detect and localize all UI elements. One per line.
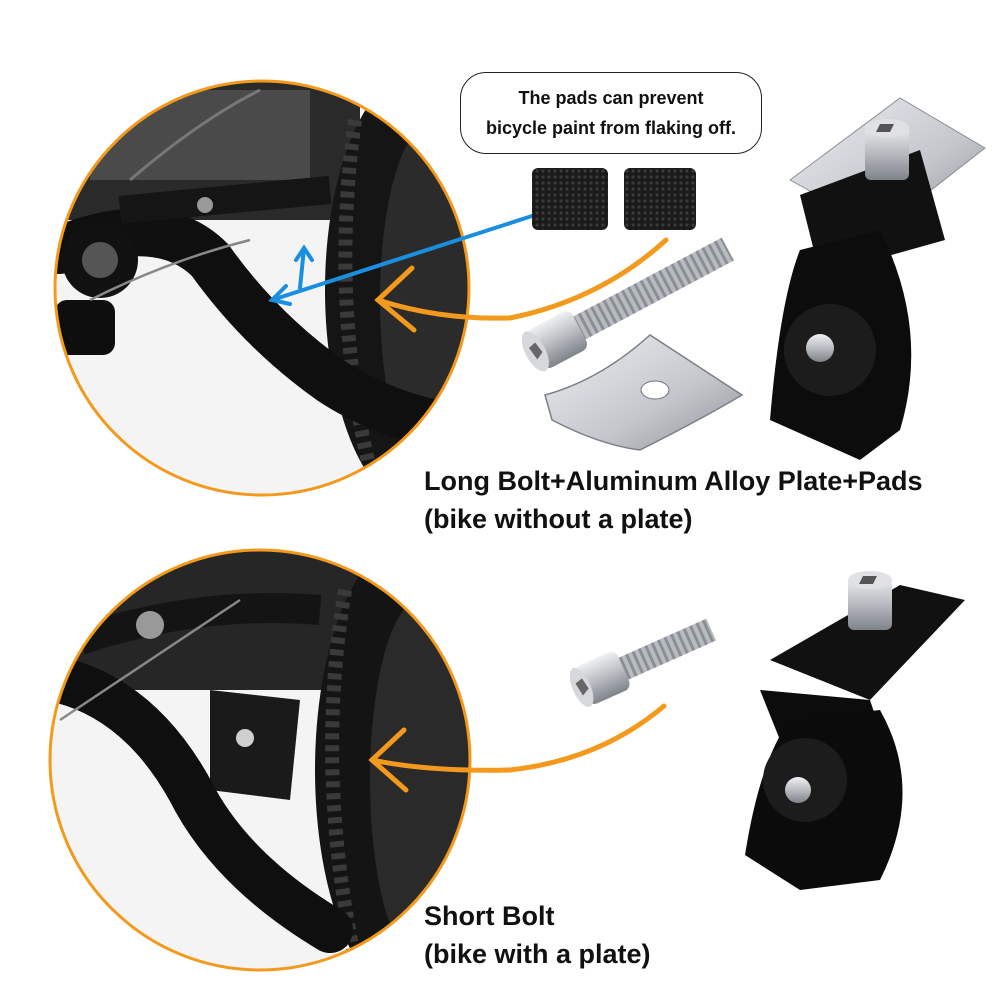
orange-arrow-top bbox=[374, 237, 669, 333]
bottom-magnifier-ring bbox=[48, 548, 472, 972]
top-magnifier-ring bbox=[53, 79, 471, 497]
alloy-plate bbox=[544, 334, 744, 451]
pads-callout: The pads can prevent bicycle paint from … bbox=[460, 72, 762, 154]
callout-line-2: bicycle paint from flaking off. bbox=[485, 118, 737, 138]
rubber-pads bbox=[532, 168, 696, 230]
training-wheel-bracket-top bbox=[770, 97, 986, 460]
caption-short-bolt-title: Short Bolt bbox=[424, 901, 555, 931]
training-wheel-bracket-bottom bbox=[745, 571, 965, 890]
blue-pointer-arrows bbox=[268, 214, 534, 306]
caption-long-bolt: Long Bolt+Aluminum Alloy Plate+Pads (bik… bbox=[424, 462, 923, 538]
caption-long-bolt-subtitle: (bike without a plate) bbox=[424, 504, 693, 534]
caption-long-bolt-title: Long Bolt+Aluminum Alloy Plate+Pads bbox=[424, 466, 923, 496]
caption-short-bolt: Short Bolt (bike with a plate) bbox=[424, 897, 651, 973]
caption-short-bolt-subtitle: (bike with a plate) bbox=[424, 939, 651, 969]
short-bolt bbox=[569, 618, 717, 707]
long-bolt bbox=[521, 237, 734, 372]
callout-line-1: The pads can prevent bbox=[518, 88, 704, 108]
orange-arrow-bottom bbox=[368, 703, 667, 793]
top-magnifier bbox=[55, 81, 469, 495]
